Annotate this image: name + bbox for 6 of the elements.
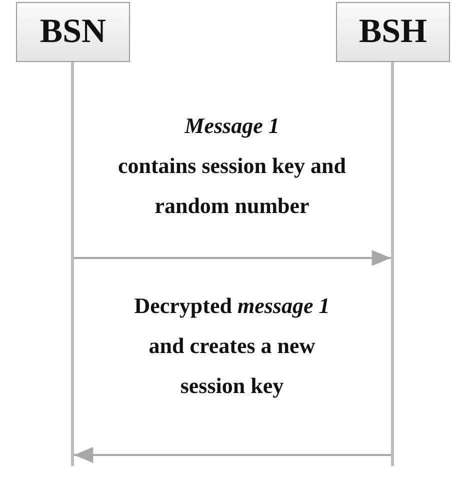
lifeline — [391, 62, 394, 466]
arrow — [74, 447, 391, 463]
participant-box: BSH — [336, 2, 450, 62]
participant-box: BSN — [16, 2, 130, 62]
arrow — [74, 250, 391, 266]
lifeline — [71, 62, 74, 466]
